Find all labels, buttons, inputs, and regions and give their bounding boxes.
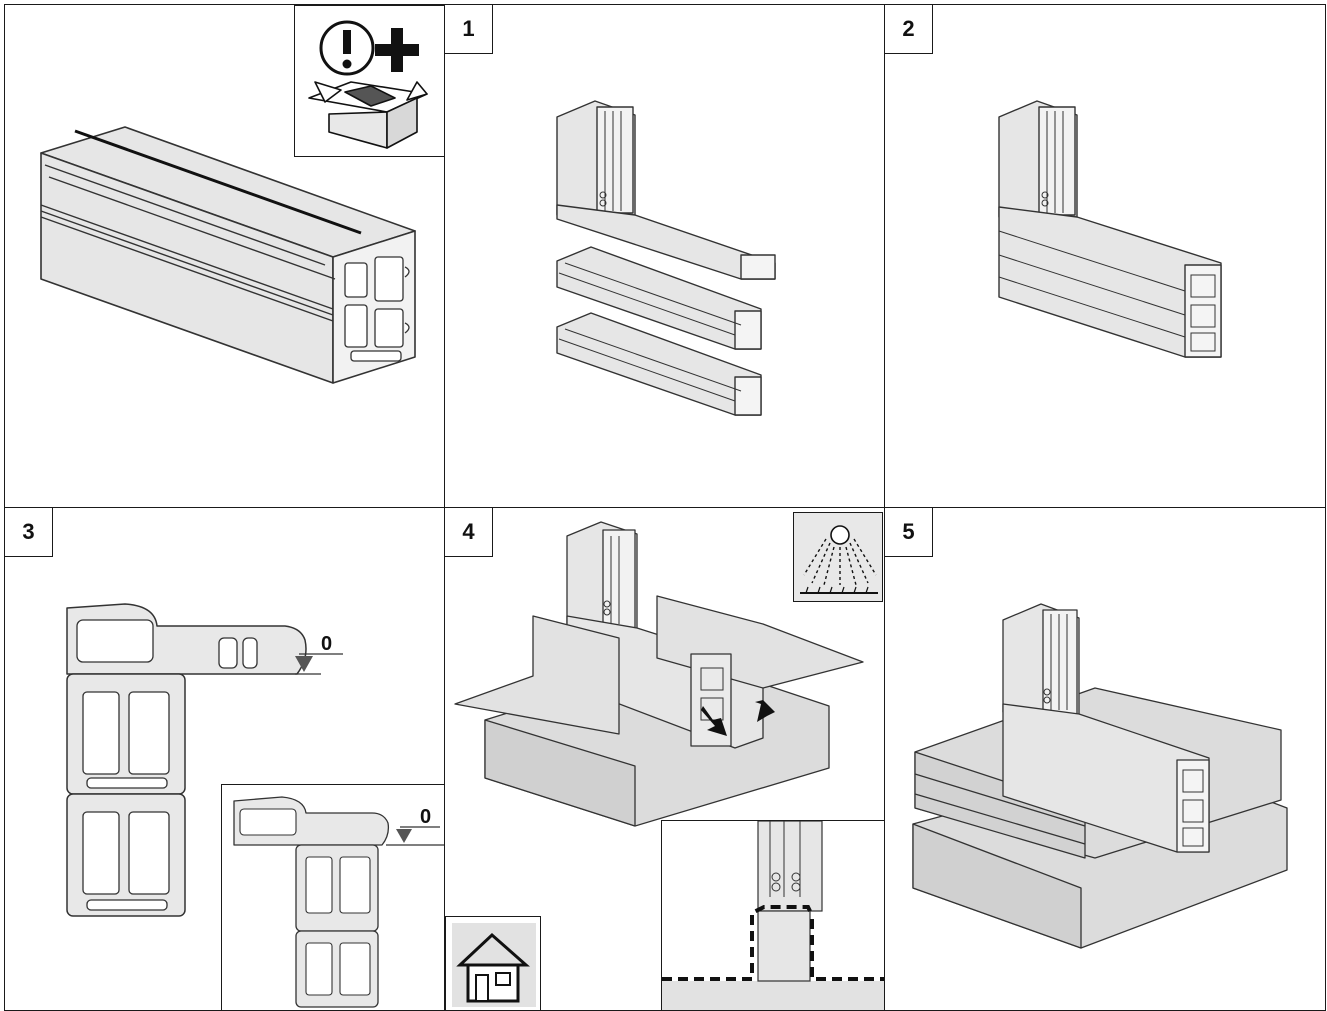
finished-installation-illustration (912, 603, 1288, 949)
inset-cross-section: 0 (233, 796, 445, 1008)
house-icon (452, 923, 536, 1007)
profile-cross-section: 0 (66, 603, 343, 917)
membrane-installation-illustration (454, 521, 864, 827)
level-mark-text: 0 (420, 806, 431, 828)
step-number-badge: 3 (5, 508, 53, 557)
seal-detail-drawing (662, 821, 885, 1010)
panel-step-3: 3 0 (4, 507, 446, 1011)
seal-detail-inset (661, 820, 885, 1010)
panel-step-1: 1 (444, 4, 886, 509)
inset-cross-section-box: 0 (221, 784, 445, 1010)
warning-plus-box-icon (308, 20, 428, 149)
step-number-badge: 4 (445, 508, 493, 557)
step-number-badge: 1 (445, 5, 493, 54)
frame-corner-assembled-profiles (998, 100, 1222, 358)
panel-step-5: 5 (884, 507, 1326, 1011)
panel-step-2: 2 (884, 4, 1326, 509)
panel-step-4: 4 (444, 507, 886, 1011)
package-contents-icon-box (294, 5, 445, 157)
level-mark-text: 0 (321, 633, 332, 655)
sun-rain-icon (800, 525, 878, 594)
outdoor-icon-box (793, 512, 883, 602)
step-number-badge: 2 (885, 5, 933, 54)
step-number-badge: 5 (885, 508, 933, 557)
indoor-icon-box (445, 916, 541, 1010)
frame-corner-with-add-on-profiles (556, 100, 776, 416)
panel-overview (4, 4, 446, 509)
profile-bar-illustration (40, 126, 416, 384)
